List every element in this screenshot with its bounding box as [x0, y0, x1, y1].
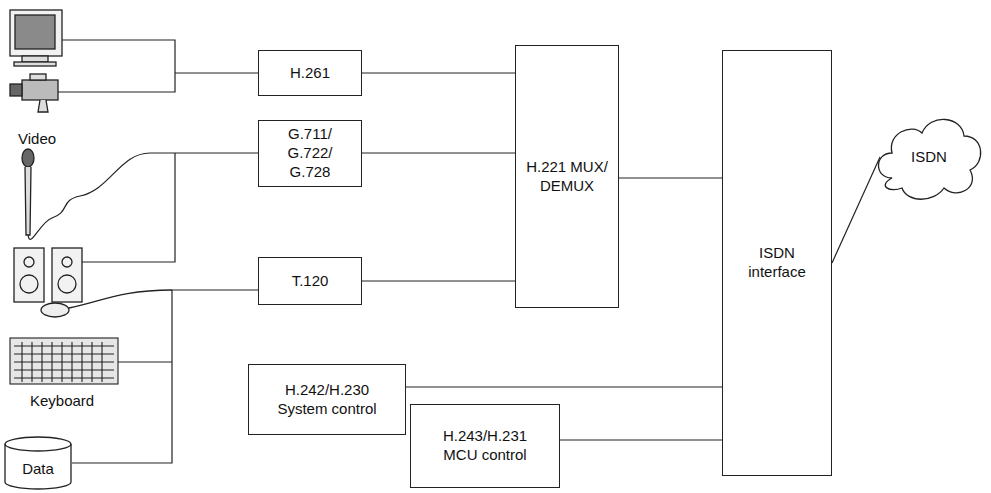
cloud-outline	[879, 119, 981, 199]
speaker-icon	[62, 257, 72, 267]
microphone-icon	[25, 167, 31, 235]
node-text: H.243/H.231 MCU control	[435, 427, 535, 465]
connector-line	[362, 152, 515, 153]
node-text: H.261	[290, 64, 330, 83]
keyboard-icon	[10, 338, 172, 384]
monitor-icon	[15, 15, 55, 49]
icon-label: Keyboard	[30, 392, 94, 410]
interface-box: ISDN interface	[722, 50, 832, 476]
network-cloud: ISDN	[872, 108, 986, 206]
node-text: ISDN interface	[740, 244, 815, 282]
monitor-icon	[22, 56, 48, 62]
video-wire	[175, 72, 258, 73]
connector-line	[362, 72, 515, 73]
connector-line	[72, 290, 258, 463]
connector-line	[406, 386, 722, 387]
mouse-icon	[41, 303, 69, 317]
connector-line	[362, 280, 515, 281]
camera-icon	[10, 74, 58, 112]
audio-wire	[82, 153, 175, 262]
camera-icon	[38, 100, 48, 112]
connector-line	[619, 177, 722, 178]
mux-box: H.221 MUX/ DEMUX	[515, 45, 619, 308]
speaker-icon	[14, 248, 44, 302]
keyboard-icon	[10, 338, 118, 384]
mouse-icon	[41, 290, 172, 317]
node-text: T.120	[292, 272, 329, 291]
connector-line	[560, 439, 722, 440]
cylinder-outline	[5, 437, 71, 489]
cylinder-outline	[5, 444, 71, 451]
node-text: Data	[22, 460, 54, 479]
speaker-icon	[58, 275, 76, 293]
mouse-icon	[69, 290, 172, 308]
camera-icon	[10, 84, 22, 96]
monitor-icon	[10, 10, 62, 56]
camera-icon	[22, 80, 58, 100]
microphone-icon	[22, 149, 34, 235]
video-wire	[58, 40, 175, 92]
control-box: H.243/H.231 MCU control	[410, 404, 560, 488]
video-wire	[58, 40, 258, 92]
camera-icon	[30, 74, 46, 80]
monitor-icon	[14, 62, 56, 66]
monitor-icon	[10, 10, 62, 66]
process-box: G.711/ G.722/ G.728	[258, 120, 362, 187]
data-cylinder: Data	[4, 436, 72, 490]
node-text: G.711/ G.722/ G.728	[280, 125, 340, 181]
speaker-icon	[52, 248, 82, 302]
keyboard-icon	[14, 346, 114, 378]
keyboard-icon	[22, 342, 102, 382]
speaker-icon	[20, 275, 38, 293]
speaker-icon	[24, 257, 34, 267]
node-text: H.221 MUX/ DEMUX	[522, 158, 612, 196]
process-box: T.120	[258, 257, 362, 305]
connector-line	[832, 157, 880, 263]
control-box: H.242/H.230 System control	[248, 364, 406, 435]
keyboard-icon	[118, 361, 172, 362]
node-text: ISDN	[911, 148, 947, 167]
microphone-icon	[22, 149, 34, 167]
icon-label: Video	[18, 130, 56, 148]
speaker-icon	[14, 248, 82, 302]
process-box: H.261	[258, 50, 362, 96]
node-text: H.242/H.230 System control	[272, 381, 382, 419]
audio-wire	[28, 153, 258, 262]
audio-wire	[28, 153, 258, 239]
